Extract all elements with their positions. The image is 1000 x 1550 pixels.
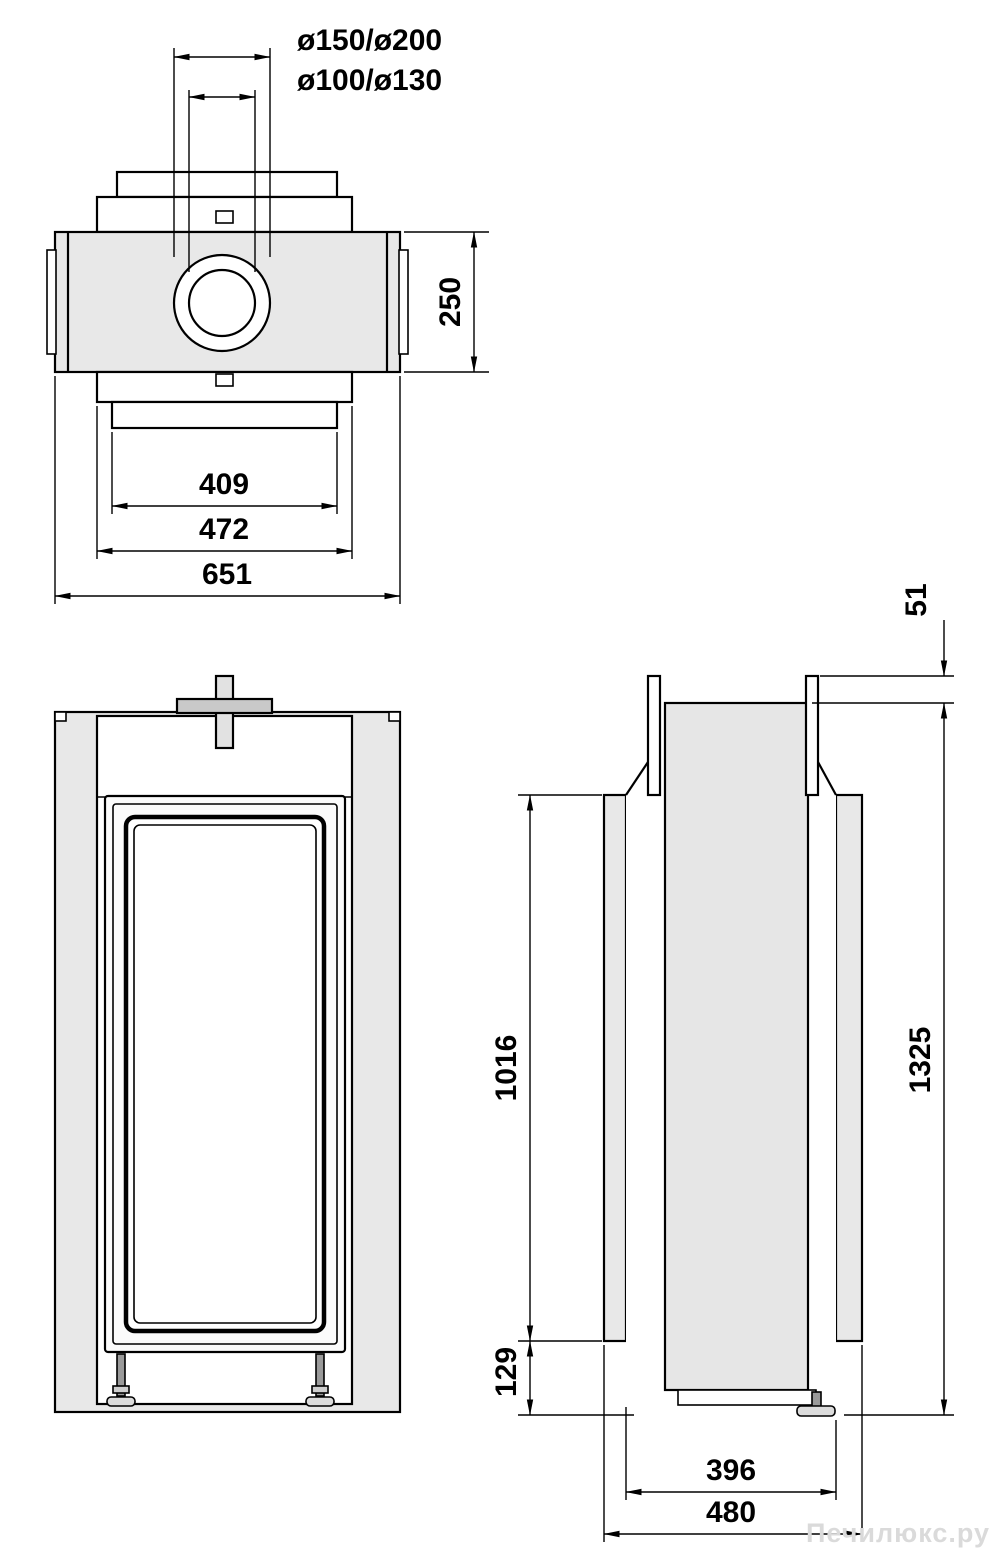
dim-depth-overall-label: 480 bbox=[706, 1496, 756, 1529]
dim-flue-inner: ø100/ø130 bbox=[188, 64, 442, 272]
dim-width-651: 651 bbox=[54, 376, 401, 604]
top-view-right-cap bbox=[398, 249, 409, 355]
dim-width-base-label: 409 bbox=[199, 468, 249, 501]
front-notch-right bbox=[388, 711, 401, 722]
dim-flue-outer-label: ø150/ø200 bbox=[297, 24, 442, 57]
side-view-dimensions: 51 1325 1016 129 396 480 bbox=[490, 583, 954, 1542]
side-foot bbox=[796, 1391, 836, 1417]
side-front-panel bbox=[602, 793, 628, 1343]
dim-overall-height-label: 1325 bbox=[904, 1027, 937, 1094]
front-notch-left bbox=[54, 711, 67, 722]
glass-frame bbox=[123, 814, 327, 1334]
flue-collar bbox=[175, 697, 274, 715]
side-view bbox=[602, 674, 864, 1417]
dim-flue-outer: ø150/ø200 bbox=[173, 24, 442, 257]
top-view-left-cap bbox=[46, 249, 57, 355]
dim-depth-body-label: 396 bbox=[706, 1454, 756, 1487]
front-right-foot bbox=[305, 1353, 335, 1407]
dim-396: 396 bbox=[625, 1407, 837, 1500]
front-left-foot bbox=[106, 1353, 136, 1407]
dim-129: 129 bbox=[490, 1340, 634, 1416]
dim-depth-250: 250 bbox=[404, 231, 489, 373]
side-base bbox=[677, 1389, 817, 1406]
glass-pane bbox=[133, 824, 317, 1324]
flue-inner-circle bbox=[187, 268, 257, 338]
dim-width-409: 409 bbox=[111, 432, 338, 514]
side-top-fin-right bbox=[804, 674, 820, 797]
dim-width-overall-label: 651 bbox=[202, 558, 252, 591]
watermark: Печилюкс.ру bbox=[806, 1518, 990, 1548]
dim-top-offset-label: 51 bbox=[900, 583, 933, 616]
dim-1016: 1016 bbox=[490, 794, 602, 1342]
dim-width-flange-label: 472 bbox=[199, 513, 249, 546]
dim-depth-label: 250 bbox=[434, 277, 467, 327]
bottom-plate-small bbox=[110, 400, 339, 430]
side-rear-panel bbox=[834, 793, 864, 1343]
side-core-body bbox=[663, 701, 810, 1392]
top-clip-upper bbox=[215, 210, 234, 224]
top-clip-lower bbox=[215, 373, 234, 387]
top-plate-small bbox=[115, 170, 339, 199]
dim-1325: 1325 bbox=[844, 702, 954, 1416]
dim-plinth-height-label: 129 bbox=[490, 1347, 523, 1397]
top-view bbox=[46, 170, 409, 430]
dim-flue-inner-label: ø100/ø130 bbox=[297, 64, 442, 97]
dim-width-472: 472 bbox=[96, 406, 353, 559]
dim-glass-height-label: 1016 bbox=[490, 1035, 523, 1102]
top-view-dimensions: ø150/ø200 ø100/ø130 250 409 472 bbox=[54, 24, 489, 604]
front-view bbox=[53, 674, 402, 1414]
dim-51: 51 bbox=[812, 583, 954, 704]
side-top-fin-left bbox=[646, 674, 662, 797]
door-frame-mid bbox=[112, 803, 338, 1345]
dim-480: 480 bbox=[603, 1345, 863, 1542]
